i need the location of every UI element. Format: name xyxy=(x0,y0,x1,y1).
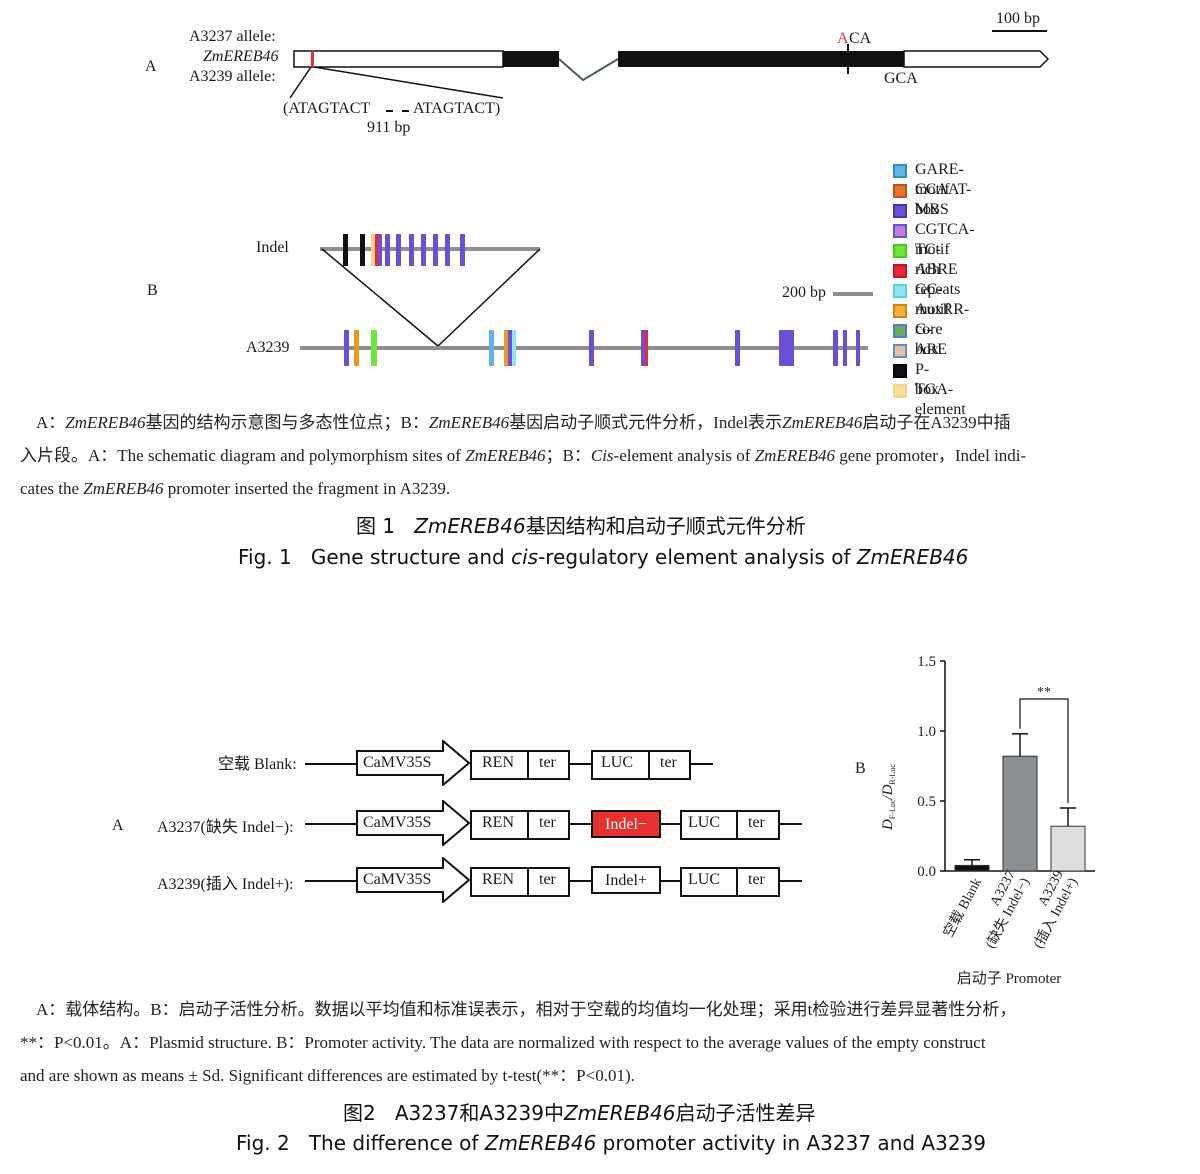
legend-swatch xyxy=(893,364,907,378)
legend-label: MBS xyxy=(915,201,949,218)
legend-swatch xyxy=(893,244,907,258)
legend-label: TC-rich repeats xyxy=(915,241,961,298)
legend-label: P-box xyxy=(915,361,939,398)
snp-top-rest: CA xyxy=(849,30,872,47)
legend-swatch xyxy=(893,184,907,198)
luc-label: LUC xyxy=(688,814,720,831)
construct-label: A3239(插入 Indel+): xyxy=(157,876,294,893)
fig1-caption-line3: cates the ZmEREB46 promoter inserted the… xyxy=(20,479,451,498)
legend-label: ARE xyxy=(915,341,947,358)
ter-label: ter xyxy=(748,814,765,831)
indel-dash-2 xyxy=(402,110,409,112)
x-tick-label: 空载 Blank xyxy=(940,875,985,940)
legend-swatch xyxy=(893,224,907,238)
legend-swatch xyxy=(893,324,907,338)
scale-bar-100bp-label: 100 bp xyxy=(996,10,1040,27)
fig1-title-en: Fig. 1 Gene structure and cis-regulatory… xyxy=(238,545,969,569)
ren-label: REN xyxy=(482,754,514,771)
ter-label: ter xyxy=(539,754,556,771)
luc-label: LUC xyxy=(688,871,720,888)
legend-label: G-box xyxy=(915,321,939,358)
legend-label: GC-motif xyxy=(915,281,950,318)
promoter-label: CaMV35S xyxy=(363,871,432,888)
promoter-arrow xyxy=(356,800,471,846)
ren-ter-box xyxy=(470,750,570,780)
fig1-title-zh: 图 1 ZmEREB46基因结构和启动子顺式元件分析 xyxy=(356,514,806,538)
y-tick-label: 1.0 xyxy=(917,724,936,740)
cis-element-diagram xyxy=(300,234,873,366)
legend-swatch xyxy=(893,264,907,278)
scale-200bp-label: 200 bp xyxy=(782,284,826,301)
legend-swatch xyxy=(893,304,907,318)
fig2-title-zh: 图2 A3237和A3239中ZmEREB46启动子活性差异 xyxy=(343,1101,816,1125)
x-axis-label: 启动子 Promoter xyxy=(957,970,1062,987)
gene-name-label: ZmEREB46 xyxy=(203,48,279,65)
fig2-caption-line2: **：P<0.01。A：Plasmid structure. B：Promote… xyxy=(20,1033,986,1052)
y-tick-label: 1.5 xyxy=(917,654,936,670)
bar xyxy=(1050,825,1086,872)
a3237-allele-label: A3237 allele: xyxy=(189,28,276,45)
construct-label: A3237(缺失 Indel−): xyxy=(157,819,294,836)
indel-seq-right: ATAGTACT) xyxy=(413,100,501,117)
x-tick-label-line: 空载 Blank xyxy=(940,875,985,940)
promoter-arrow xyxy=(356,740,471,786)
legend-swatch xyxy=(893,384,907,398)
indel-size-label: 911 bp xyxy=(367,119,411,136)
promoter-arrow xyxy=(356,857,471,903)
legend-swatch xyxy=(893,204,907,218)
legend-label: AuxRR-core xyxy=(915,301,970,338)
indel-minus-box: Indel− xyxy=(591,810,661,838)
significance-bracket xyxy=(1019,698,1069,803)
ter-label: ter xyxy=(748,871,765,888)
fig2-caption-line3: and are shown as means ± Sd. Significant… xyxy=(20,1066,635,1085)
indel-dash-1 xyxy=(386,110,393,112)
ter-label: ter xyxy=(539,814,556,831)
fig2-caption-line1: A：载体结构。B：启动子活性分析。数据以平均值和标准误表示，相对于空载的均值均一… xyxy=(36,1000,1017,1019)
fig1-caption-line2: 入片段。A：The schematic diagram and polymorp… xyxy=(20,446,1027,465)
y-tick-label: 0.5 xyxy=(917,794,936,810)
ren-label: REN xyxy=(482,814,514,831)
ter-label: ter xyxy=(539,871,556,888)
y-axis-label: DF-Luc/DR-Luc xyxy=(880,764,897,831)
legend-label: GARE-motif xyxy=(915,161,964,198)
ren-ter-box xyxy=(470,810,570,840)
promoter-label: CaMV35S xyxy=(363,814,432,831)
fig2-panel-b-label: B xyxy=(855,760,866,777)
snp-bottom-codon: GCA xyxy=(884,70,918,87)
significance-label: ** xyxy=(1037,685,1051,700)
legend-label: CGTCA-motif xyxy=(915,221,975,258)
luc-label: LUC xyxy=(601,754,633,771)
legend-swatch xyxy=(893,284,907,298)
a3239-row-label: A3239 xyxy=(246,339,290,356)
fig1-panel-a-label: A xyxy=(145,58,157,75)
legend-label: CCAAT-box xyxy=(915,181,972,218)
y-tick-label: 0.0 xyxy=(917,864,936,880)
ter-label: ter xyxy=(660,754,677,771)
a3239-allele-label: A3239 allele: xyxy=(189,68,276,85)
legend-swatch xyxy=(893,344,907,358)
fig2-panel-a-label: A xyxy=(112,817,124,834)
luc-ter-box xyxy=(680,867,780,897)
indel-row-label: Indel xyxy=(256,239,289,256)
gene-structure-diagram xyxy=(289,30,1050,99)
fig1-caption-line1: A：ZmEREB46基因的结构示意图与多态性位点；B：ZmEREB46基因启动子… xyxy=(36,413,1011,432)
ren-ter-box xyxy=(470,867,570,897)
fig2-title-en: Fig. 2 The difference of ZmEREB46 promot… xyxy=(236,1131,986,1155)
construct-label: 空载 Blank: xyxy=(218,756,297,773)
luc-ter-box xyxy=(591,750,691,780)
bar xyxy=(954,864,990,872)
legend-label: ABRE xyxy=(915,261,958,278)
ren-label: REN xyxy=(482,871,514,888)
indel-seq-left: (ATAGTACT xyxy=(283,100,371,117)
legend-label: TGA-element xyxy=(915,381,966,418)
promoter-label: CaMV35S xyxy=(363,754,432,771)
snp-top-base-red: A xyxy=(837,30,849,47)
legend-swatch xyxy=(893,164,907,178)
indel-plus-box: Indel+ xyxy=(591,866,661,894)
fig1-panel-b-label: B xyxy=(147,282,158,299)
bar xyxy=(1002,755,1038,872)
luc-ter-box xyxy=(680,810,780,840)
